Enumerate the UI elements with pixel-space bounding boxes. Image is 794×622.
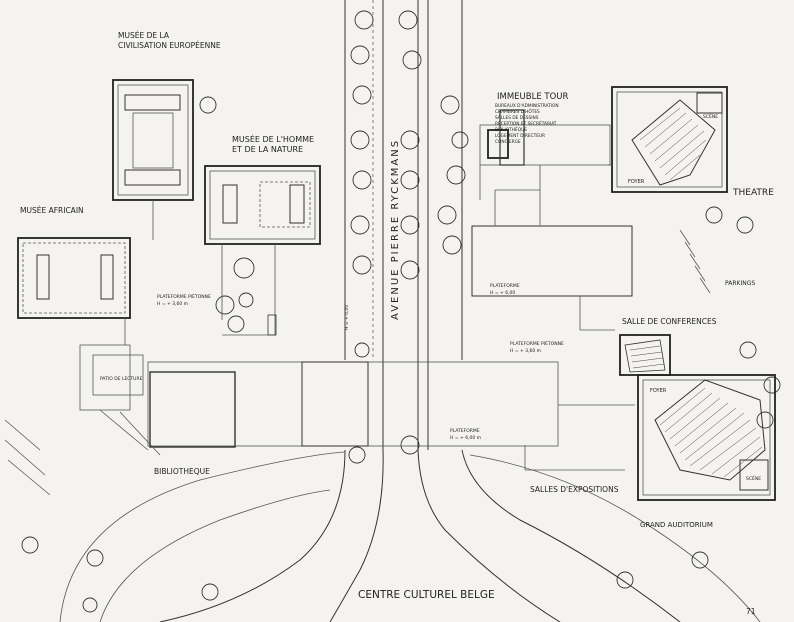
plan-title: CENTRE CULTUREL BELGE (358, 589, 495, 601)
immeuble-item: BIBLIOTHÈQUE (495, 125, 527, 133)
label-foyer-bottom: FOYER (650, 388, 667, 394)
label-scene-bottom: SCÈNE (746, 474, 761, 482)
salle-conferences-building (619, 334, 671, 376)
label-immeuble-tour: IMMEUBLE TOUR (497, 92, 569, 102)
immeuble-item: SALLES DE DESSINS (495, 115, 539, 121)
label-grand-auditorium: GRAND AUDITORIUM (640, 521, 713, 529)
label-plateforme-bottom: PLATEFORME (450, 428, 480, 434)
immeuble-item: RÉCEPTION ET SECRÉTARIAT (495, 119, 557, 127)
musee-africain-building (17, 237, 131, 345)
grand-auditorium-building (637, 374, 776, 501)
page-number: 71 (746, 607, 756, 616)
label-plateforme-pietonne-right: PLATEFORME PIÉTONNE (510, 339, 564, 347)
immeuble-item: LOGEMENT DIRECTEUR (495, 133, 545, 139)
label-musee-homme-line1: MUSÉE DE L'HOMME (232, 133, 314, 144)
label-scene-top: SCÈNE (703, 112, 718, 120)
label-plateforme-center-height: H = + 6,00 (490, 290, 515, 296)
theatre-building (608, 86, 728, 193)
label-foyer-top: FOYER (628, 179, 645, 185)
label-theatre: THEATRE (732, 188, 774, 198)
immeuble-item: CONCIERGE (495, 139, 521, 145)
label-plateforme-pietonne-left-height: H = + 3,60 m (157, 301, 188, 307)
immeuble-program-list: BUREAUX D'ADMINISTRATION CHAMBRES D'HÔTE… (495, 103, 559, 145)
label-salle-conferences: SALLE DE CONFERENCES (622, 317, 717, 326)
label-plateforme-center: PLATEFORME (490, 283, 520, 289)
label-patio-lecture: PATIO DE LECTURE (100, 376, 143, 382)
label-salles-expositions: SALLES D'EXPOSITIONS (530, 485, 619, 494)
immeuble-tour-building (471, 109, 633, 331)
label-bibliotheque: BIBLIOTHEQUE (154, 467, 210, 476)
label-avenue: AVENUE PIERRE RYCKMANS (390, 139, 401, 320)
label-musee-homme-line2: ET DE LA NATURE (232, 145, 303, 154)
label-parkings: PARKINGS (725, 280, 755, 287)
immeuble-item: CHAMBRES D'HÔTES (495, 108, 540, 115)
label-plateforme-pietonne-right-height: H = + 3,60 m (510, 348, 541, 354)
immeuble-item: BUREAUX D'ADMINISTRATION (495, 103, 559, 109)
label-musee-civ-line2: CIVILISATION EUROPÉENNE (118, 41, 221, 50)
musee-civilisation-building (112, 79, 194, 240)
label-musee-civ-line1: MUSÉE DE LA (118, 31, 170, 40)
label-road-height: H = + 0,00 (344, 305, 350, 330)
main-platform (79, 344, 635, 471)
avenue-road (59, 0, 761, 622)
label-musee-africain: MUSÉE AFRICAIN (20, 206, 84, 215)
label-plateforme-pietonne-left: PLATEFORME PIÉTONNE (157, 292, 211, 300)
label-plateforme-bottom-height: H = + 6,00 m (450, 435, 481, 441)
avenue-trees (21, 10, 781, 613)
parking-ramps (4, 229, 711, 496)
musee-homme-building (204, 165, 321, 336)
